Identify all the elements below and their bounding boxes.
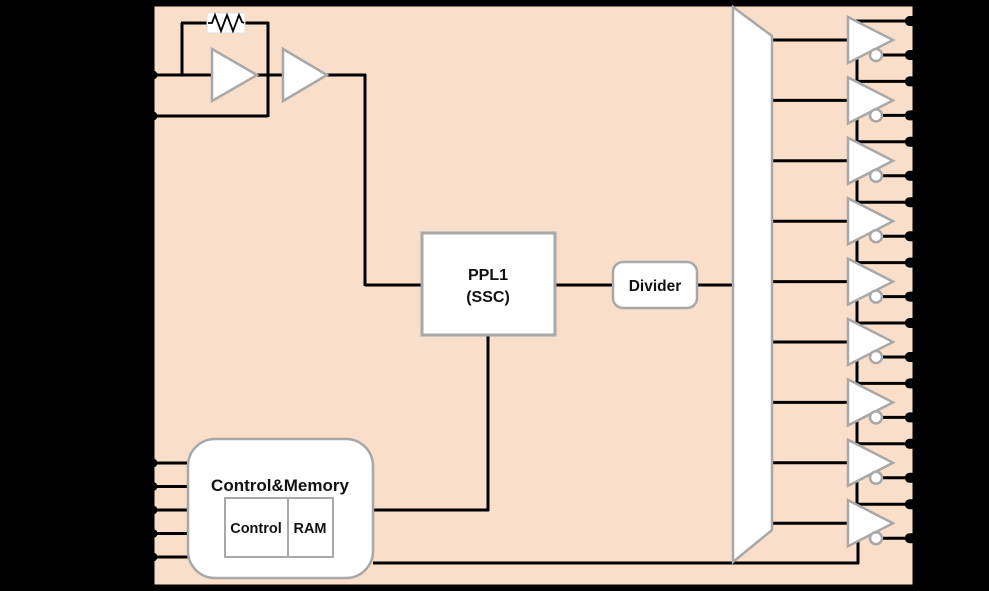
right-edge-pin xyxy=(905,231,926,242)
oscillator-amplifier-1 xyxy=(210,46,260,104)
right-edge-pin xyxy=(905,257,926,268)
inverting-bubble-icon xyxy=(868,47,884,63)
mux-block xyxy=(731,4,774,565)
oscillator-amplifier-2 xyxy=(281,46,330,104)
inverting-bubble-icon xyxy=(868,108,884,123)
divider-block xyxy=(611,260,699,310)
right-edge-pin xyxy=(905,318,926,328)
right-edge-pin xyxy=(905,533,926,544)
right-edge-pin xyxy=(905,170,926,181)
right-edge-pin xyxy=(905,16,926,26)
divider-label: Divider xyxy=(629,278,682,295)
control-left-pin xyxy=(148,529,158,538)
shape-layer xyxy=(731,4,896,565)
inverting-bubble-icon xyxy=(868,289,884,304)
right-edge-pin xyxy=(905,378,926,389)
right-edge-pin xyxy=(905,50,926,60)
inverting-bubble-icon xyxy=(868,470,884,486)
inverting-bubble-icon xyxy=(868,410,884,425)
inverting-bubble-icon xyxy=(868,168,884,184)
right-edge-pin xyxy=(905,291,926,302)
ram-sub-block xyxy=(287,497,334,558)
inverting-bubble-icon xyxy=(868,349,884,365)
wire-layer xyxy=(150,19,918,565)
right-edge-pin xyxy=(905,352,926,362)
pll-block xyxy=(420,231,557,337)
control-left-pin xyxy=(148,458,158,468)
xout-pin xyxy=(148,111,158,121)
right-edge-pin xyxy=(905,472,926,483)
inverting-bubble-icon xyxy=(868,530,884,546)
right-edge-pin xyxy=(905,76,926,87)
control-left-pin xyxy=(148,552,158,562)
right-edge-pin xyxy=(905,110,926,121)
right-edge-pin xyxy=(905,412,926,423)
right-edge-pin xyxy=(905,136,926,147)
right-edge-pin xyxy=(905,197,926,208)
xin-pin xyxy=(148,70,158,80)
control-left-pin xyxy=(148,482,158,491)
ram-sub-block-label: RAM xyxy=(293,521,326,537)
feedback-resistor xyxy=(206,12,246,34)
right-edge-pin xyxy=(905,499,926,510)
resistor-zigzag-icon xyxy=(208,12,245,34)
pin-layer xyxy=(148,16,926,562)
pll-label-line2: (SSC) xyxy=(466,289,510,306)
right-edge-pin xyxy=(905,438,926,449)
control-sub-block-label: Control xyxy=(230,521,282,537)
control-left-pin xyxy=(148,505,158,515)
pll-label-line1: PPL1 xyxy=(468,267,508,284)
inverting-bubble-icon xyxy=(868,228,884,244)
control-memory-title: Control&Memory xyxy=(211,476,349,495)
